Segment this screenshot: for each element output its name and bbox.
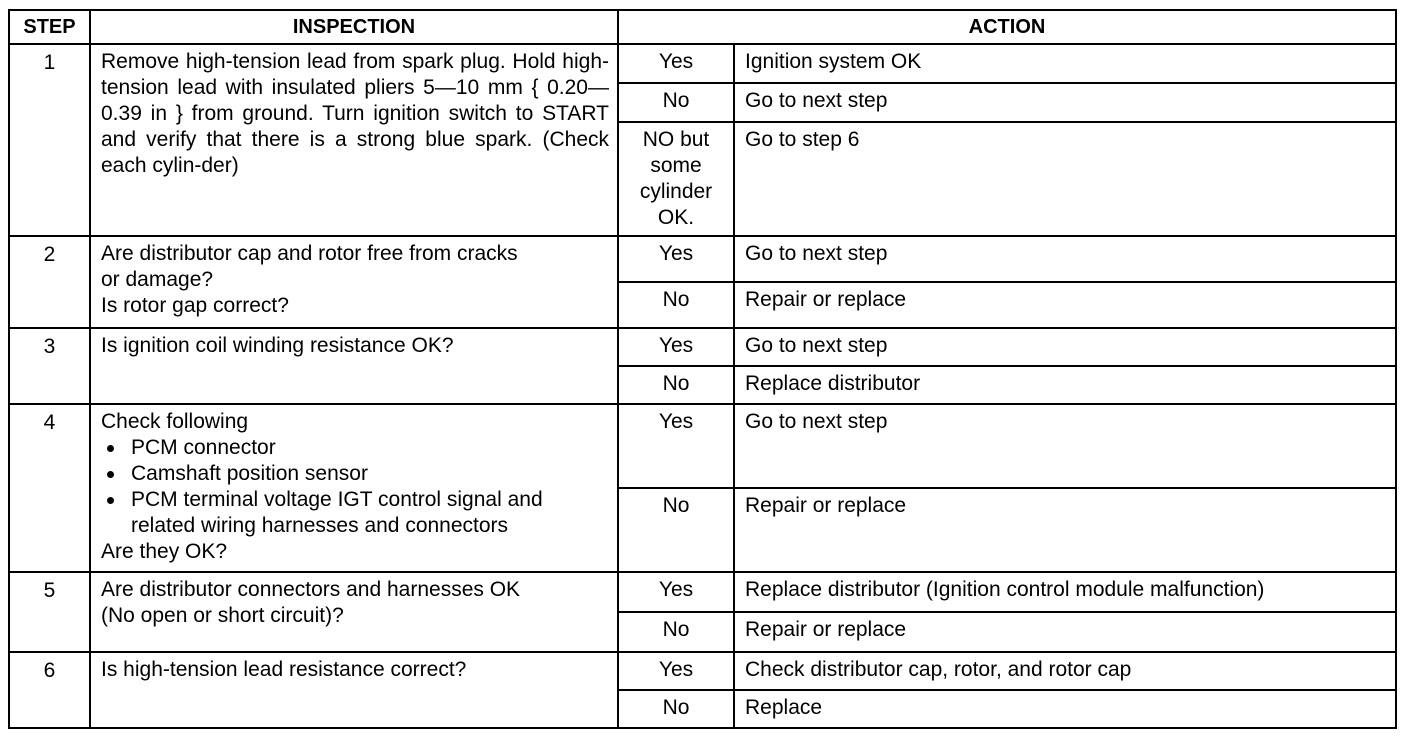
- table-row: 3 Is ignition coil winding resistance OK…: [8, 327, 1397, 405]
- inspection-intro: Check following: [101, 410, 249, 433]
- answer-cell: NO but some cylinder OK.: [617, 121, 735, 237]
- action-cell: Check distributor cap, rotor, and rotor …: [733, 651, 1397, 691]
- inspection-text: Remove high-tension lead from spark plug…: [89, 43, 619, 237]
- bullet-icon: [107, 445, 114, 452]
- step-number: 3: [8, 327, 91, 405]
- action-cell: Repair or replace: [733, 487, 1397, 573]
- inspection-text: Is high-tension lead resistance correct?: [89, 651, 619, 729]
- inspection-line: or damage?: [101, 268, 214, 291]
- header-row: STEP INSPECTION ACTION: [8, 9, 1397, 45]
- table-row: 1 Remove high-tension lead from spark pl…: [8, 43, 1397, 237]
- table-row: 5 Are distributor connectors and harness…: [8, 571, 1397, 653]
- answer-cell: Yes: [617, 43, 735, 84]
- bullet-text: PCM terminal voltage IGT control signal …: [131, 488, 543, 537]
- step-number: 1: [8, 43, 91, 237]
- answer-cell: Yes: [617, 651, 735, 691]
- troubleshooting-table: STEP INSPECTION ACTION 1 Remove high-ten…: [8, 9, 1397, 729]
- bullet-icon: [107, 497, 114, 504]
- answer-cell: No: [617, 365, 735, 405]
- table-row: NO but some cylinder OK. Go to step 6: [9, 121, 1397, 237]
- step-number: 5: [8, 571, 91, 653]
- answer-cell: Yes: [617, 327, 735, 367]
- inspection-text: Are distributor cap and rotor free from …: [89, 235, 619, 329]
- answer-cell: No: [617, 689, 735, 729]
- inspection-line: Are distributor connectors and harnesses…: [101, 578, 521, 601]
- table-row: 2 Are distributor cap and rotor free fro…: [8, 235, 1397, 329]
- action-header: ACTION: [617, 9, 1397, 45]
- bullet-text: PCM connector: [131, 436, 276, 459]
- bullet-text: Camshaft position sensor: [131, 462, 368, 485]
- answer-cell: No: [617, 487, 735, 573]
- step-header: STEP: [8, 9, 91, 45]
- action-cell: Repair or replace: [733, 281, 1397, 329]
- inspection-text: Is ignition coil winding resistance OK?: [89, 327, 619, 405]
- action-cell: Replace: [733, 689, 1397, 729]
- action-cell: Go to next step: [733, 327, 1397, 367]
- bullet-icon: [107, 471, 114, 478]
- step-number: 4: [8, 403, 91, 573]
- table-row: No Replace: [9, 689, 1397, 729]
- table-row: 6 Is high-tension lead resistance correc…: [8, 651, 1397, 729]
- table-row: No Repair or replace: [9, 281, 1397, 329]
- action-cell: Replace distributor (Ignition control mo…: [733, 571, 1397, 613]
- answer-line: NO but: [642, 128, 710, 151]
- action-cell: Go to next step: [733, 235, 1397, 283]
- bullet-item: Camshaft position sensor: [101, 461, 609, 487]
- answer-cell: Yes: [617, 403, 735, 489]
- bullet-item: PCM connector: [101, 435, 609, 461]
- answer-cell: Yes: [617, 571, 735, 613]
- answer-cell: No: [617, 611, 735, 653]
- answer-cell: Yes: [617, 235, 735, 283]
- table-row: No Replace distributor: [9, 365, 1397, 405]
- inspection-line: Are distributor cap and rotor free from …: [101, 242, 518, 265]
- action-cell: Replace distributor: [733, 365, 1397, 405]
- answer-cell: No: [617, 82, 735, 123]
- inspection-line: (No open or short circuit)?: [101, 604, 344, 627]
- action-cell: Go to next step: [733, 403, 1397, 489]
- action-cell: Go to next step: [733, 82, 1397, 123]
- step-number: 2: [8, 235, 91, 329]
- bullet-item: PCM terminal voltage IGT control signal …: [101, 487, 609, 539]
- table-row: 4 Check following PCM connector Camshaft…: [8, 403, 1397, 573]
- inspection-text: Check following PCM connector Camshaft p…: [89, 403, 619, 573]
- table-row: No Repair or replace: [9, 611, 1397, 653]
- action-cell: Go to step 6: [733, 121, 1397, 237]
- inspection-line: Is rotor gap correct?: [101, 294, 289, 317]
- answer-line: some: [650, 154, 702, 177]
- answer-line: OK.: [657, 206, 695, 229]
- action-cell: Ignition system OK: [733, 43, 1397, 84]
- table-row: No Go to next step: [9, 82, 1397, 123]
- answer-cell: No: [617, 281, 735, 329]
- inspection-header: INSPECTION: [89, 9, 619, 45]
- action-cell: Repair or replace: [733, 611, 1397, 653]
- answer-line: cylinder: [639, 180, 713, 203]
- table-row: No Repair or replace: [9, 487, 1397, 573]
- step-number: 6: [8, 651, 91, 729]
- inspection-outro: Are they OK?: [101, 540, 228, 563]
- inspection-text: Are distributor connectors and harnesses…: [89, 571, 619, 653]
